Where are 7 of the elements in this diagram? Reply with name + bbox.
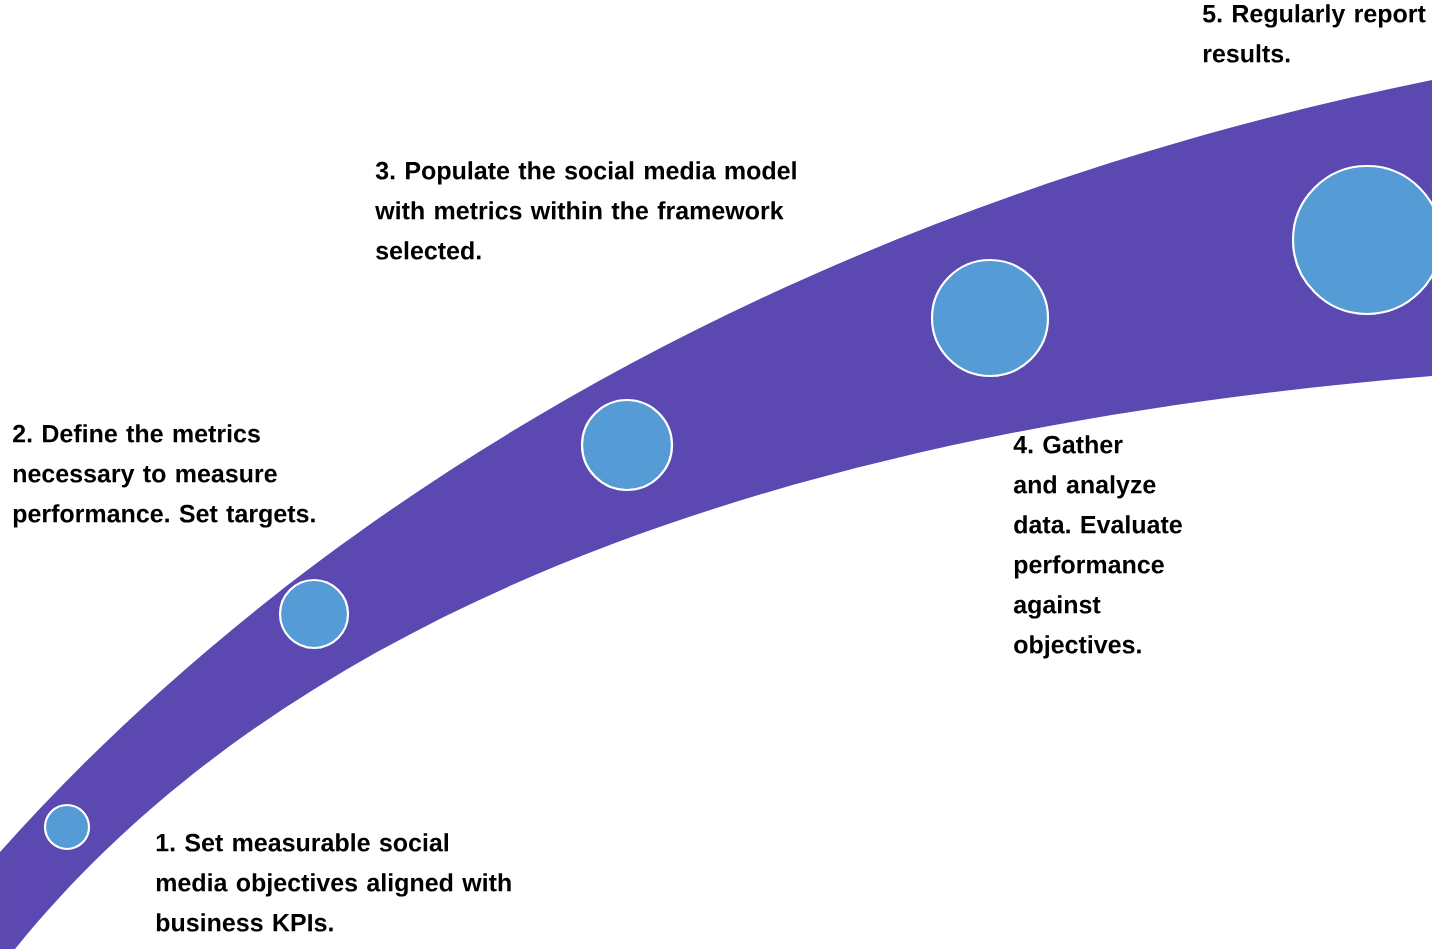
step-text: 3. Populate the social media model with metrics within the framework selected. xyxy=(375,161,796,260)
step-text: 5. Regularly report results. xyxy=(1203,4,1426,63)
circle-marker xyxy=(930,258,1050,378)
circle-marker xyxy=(1291,164,1432,316)
circle-marker xyxy=(43,803,91,851)
circle-marker xyxy=(278,578,350,650)
circle-marker xyxy=(580,398,674,492)
